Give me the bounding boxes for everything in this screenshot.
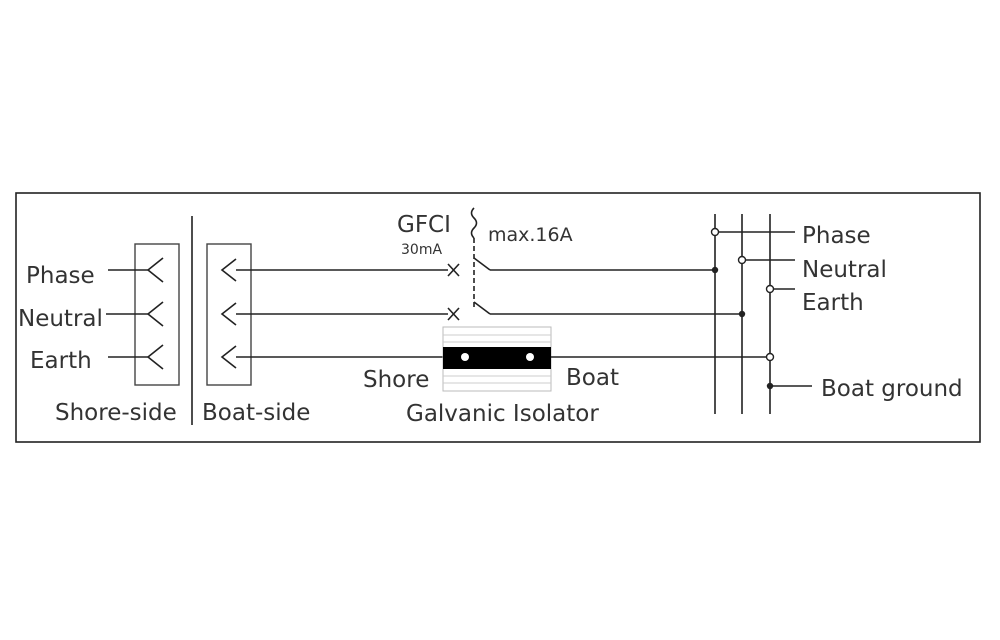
bus-phase-label: Phase <box>802 223 871 249</box>
galvanic-isolator <box>442 326 552 392</box>
isolator-body <box>443 347 551 369</box>
shore-earth-label: Earth <box>30 348 92 374</box>
bus-earth-label: Earth <box>802 290 864 316</box>
boat-side-caption: Boat-side <box>202 400 310 426</box>
diagram-frame <box>15 192 981 443</box>
gfci-rating: 30mA <box>401 242 442 258</box>
isolator-terminal-boat <box>526 353 534 361</box>
bus-neutral-label: Neutral <box>802 257 887 283</box>
boat-ground-label: Boat ground <box>821 376 963 402</box>
shore-side-caption: Shore-side <box>55 400 177 426</box>
boat-bus-bars <box>710 214 812 414</box>
shore-phase-label: Phase <box>26 263 95 289</box>
boat-socket-pins <box>220 258 237 369</box>
isolator-boat-label: Boat <box>566 365 619 391</box>
shore-plug-pins <box>106 257 164 370</box>
max-current-label: max.16A <box>488 224 573 246</box>
gfci-breaker <box>447 207 742 321</box>
gfci-coil-icon <box>470 207 478 239</box>
isolator-shore-label: Shore <box>363 367 429 393</box>
gfci-label: GFCI <box>397 212 451 238</box>
isolator-caption: Galvanic Isolator <box>406 401 599 427</box>
shore-neutral-label: Neutral <box>18 306 103 332</box>
isolator-terminal-shore <box>461 353 469 361</box>
